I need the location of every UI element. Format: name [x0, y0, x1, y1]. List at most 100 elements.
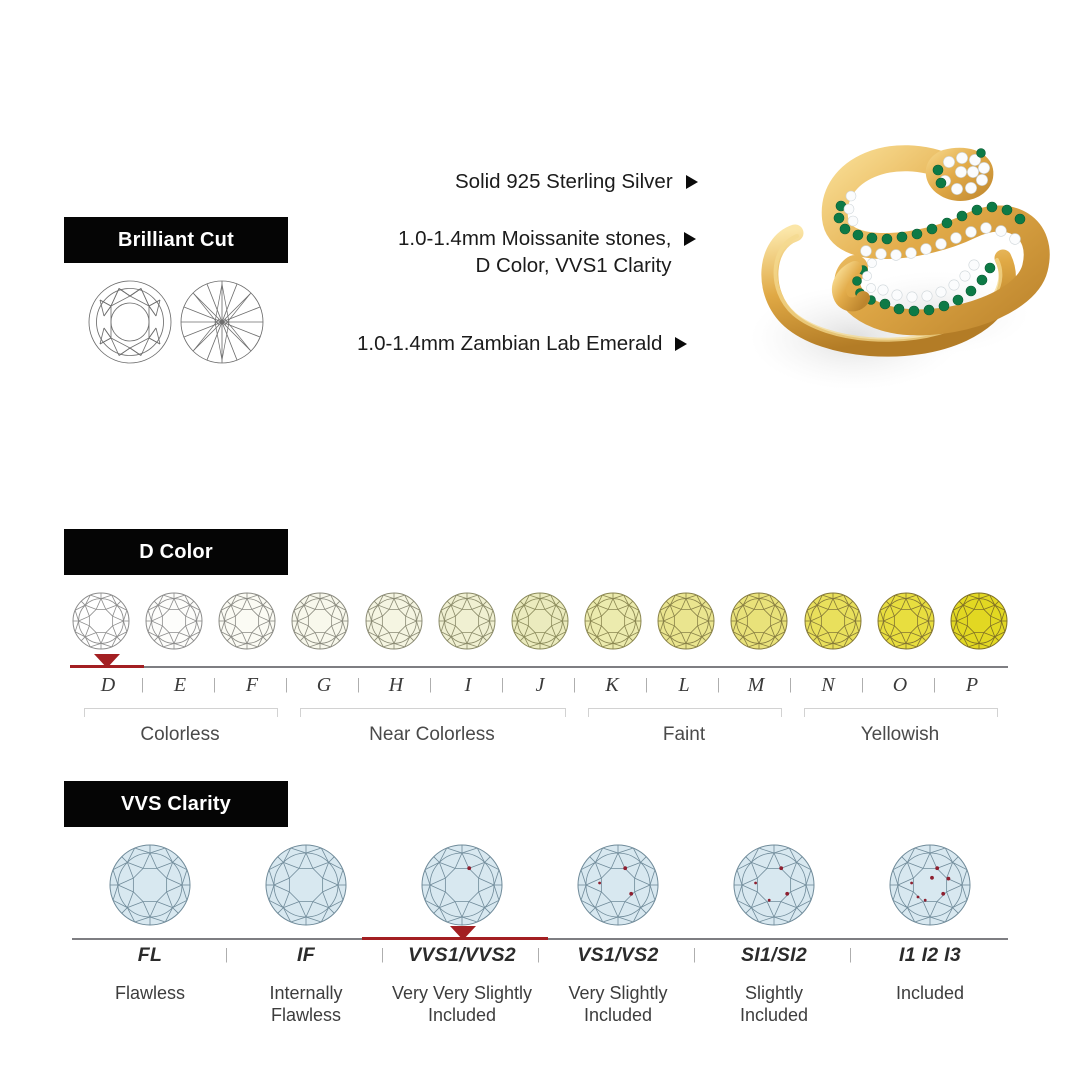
- color-gem-l: [657, 592, 715, 655]
- color-grade-separator: |: [789, 676, 793, 693]
- color-grade-row: D|E|F|G|H|I|J|K|L|M|N|O|P: [72, 674, 1008, 697]
- color-grade-e: E: [173, 674, 187, 696]
- color-category-bracket: [83, 708, 279, 717]
- vvs-clarity-badge-label: VVS Clarity: [120, 792, 232, 815]
- color-axis-line: [72, 666, 1008, 668]
- spec-label-emerald: 1.0-1.4mm Zambian Lab Emerald: [357, 332, 663, 355]
- color-gem-o: [877, 592, 935, 655]
- color-grade-m: M: [747, 674, 765, 696]
- clarity-code: VVS1/VVS2: [408, 944, 516, 966]
- clarity-gem-i1-i2-i3: [889, 844, 971, 931]
- clarity-gem-vs1-vs2: [577, 844, 659, 931]
- color-gem-p: [950, 592, 1008, 655]
- color-grade-g: G: [316, 674, 332, 696]
- color-category-label: Colorless: [140, 724, 220, 745]
- color-grade-separator: |: [717, 676, 721, 693]
- clarity-description: Flawless: [114, 983, 185, 1003]
- clarity-code: SI1/SI2: [740, 944, 808, 966]
- color-grade-separator: |: [141, 676, 145, 693]
- color-category-label: Yellowish: [860, 724, 940, 745]
- spec-arrow-icon: [684, 232, 697, 246]
- clarity-description: Slightly Included: [739, 983, 809, 1025]
- clarity-gem-row: [72, 840, 1008, 936]
- d-color-badge: D Color: [64, 529, 288, 575]
- clarity-separator: |: [225, 946, 229, 963]
- clarity-code: VS1/VS2: [577, 944, 659, 966]
- color-grade-separator: |: [429, 676, 433, 693]
- color-grade-separator: |: [933, 676, 937, 693]
- spec-label-metal: Solid 925 Sterling Silver: [455, 170, 673, 193]
- color-grade-i: I: [464, 674, 472, 696]
- color-grade-separator: |: [285, 676, 289, 693]
- pavilion-facet-diagram: [180, 280, 264, 364]
- clarity-gem-fl: [109, 844, 191, 931]
- color-grade-separator: |: [645, 676, 649, 693]
- color-category-bracket: [803, 708, 999, 717]
- color-selected-marker: [94, 654, 120, 668]
- cut-diagrams: [86, 276, 266, 368]
- color-gem-k: [584, 592, 642, 655]
- clarity-gem-if: [265, 844, 347, 931]
- color-grade-separator: |: [213, 676, 217, 693]
- clarity-code: IF: [297, 944, 315, 966]
- clarity-description: Very Slightly Included: [568, 983, 668, 1025]
- color-grade-separator: |: [573, 676, 577, 693]
- snake-ring-photo: [735, 108, 1080, 408]
- color-gem-m: [730, 592, 788, 655]
- color-category-label: Near Colorless: [369, 724, 495, 745]
- color-grade-p: P: [965, 674, 979, 696]
- color-grade-o: O: [892, 674, 908, 696]
- clarity-gem-si1-si2: [733, 844, 815, 931]
- color-gem-f: [218, 592, 276, 655]
- color-gem-row: [72, 590, 1008, 656]
- spec-row-metal: Solid 925 Sterling Silver: [455, 168, 698, 195]
- vvs-clarity-badge: VVS Clarity: [64, 781, 288, 827]
- brilliant-cut-badge: Brilliant Cut: [64, 217, 288, 263]
- brilliant-cut-badge-label: Brilliant Cut: [118, 228, 234, 251]
- spec-row-moissanite: 1.0-1.4mm Moissanite stones, D Color, VV…: [398, 225, 697, 280]
- color-grade-j: J: [535, 674, 545, 696]
- color-grade-n: N: [821, 674, 835, 696]
- spec-arrow-icon: [685, 175, 698, 189]
- clarity-column: IF Internally Flawless: [228, 944, 384, 1027]
- clarity-description: Very Very Slightly Included: [391, 983, 533, 1025]
- color-category-brackets: Colorless Near Colorless Faint Yellowish: [72, 708, 1008, 760]
- clarity-selected-marker: [450, 926, 476, 940]
- spec-arrow-icon: [675, 337, 688, 351]
- color-gem-e: [145, 592, 203, 655]
- clarity-separator: |: [849, 946, 853, 963]
- clarity-description: Internally Flawless: [269, 983, 343, 1025]
- d-color-badge-label: D Color: [139, 540, 213, 563]
- color-gem-g: [291, 592, 349, 655]
- color-grade-f: F: [245, 674, 259, 696]
- clarity-code: FL: [137, 944, 163, 966]
- color-gem-n: [804, 592, 862, 655]
- clarity-description: Included: [895, 983, 965, 1003]
- spec-row-emerald: 1.0-1.4mm Zambian Lab Emerald: [357, 330, 688, 357]
- color-gem-d: [72, 592, 130, 655]
- color-category-bracket: [587, 708, 783, 717]
- clarity-column: I1 I2 I3 Included: [852, 944, 1008, 1005]
- clarity-separator: |: [693, 946, 697, 963]
- clarity-code: I1 I2 I3: [898, 944, 962, 966]
- crown-facet-diagram: [88, 280, 172, 364]
- clarity-separator: |: [537, 946, 541, 963]
- color-grade-separator: |: [501, 676, 505, 693]
- clarity-column: FL Flawless: [72, 944, 228, 1005]
- color-grade-d: D: [100, 674, 116, 696]
- color-grade-separator: |: [357, 676, 361, 693]
- clarity-separator: |: [381, 946, 385, 963]
- color-grade-l: L: [678, 674, 690, 696]
- color-category-label: Faint: [662, 724, 706, 745]
- color-category-bracket: [299, 708, 567, 717]
- color-gem-h: [365, 592, 423, 655]
- color-gem-i: [438, 592, 496, 655]
- clarity-gem-vvs1-vvs2: [421, 844, 503, 931]
